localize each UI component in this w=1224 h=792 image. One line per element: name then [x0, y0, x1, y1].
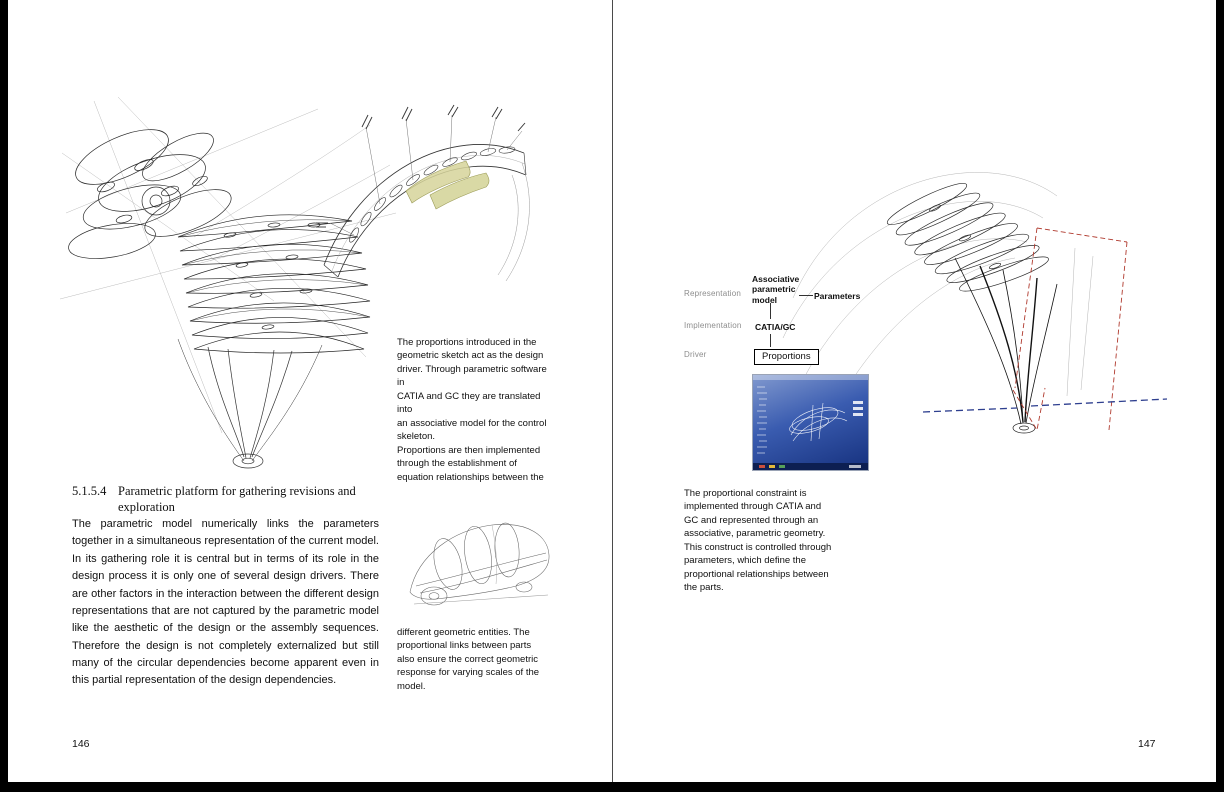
section-title: Parametric platform for gathering revisi… [118, 484, 356, 514]
mast-sweep [954, 257, 1058, 425]
catia-screenshot [753, 375, 868, 470]
plan-panels [349, 146, 516, 243]
diagram-node-proportions: Proportions [754, 349, 819, 365]
diagram-node-catia-gc: CATIA/GC [755, 322, 796, 332]
page-number-left: 146 [72, 738, 90, 750]
page-number-right: 147 [1138, 738, 1156, 750]
diagram-label-representation: Representation [684, 289, 742, 298]
plan-highlight-area [405, 160, 471, 204]
catia-wireframe [789, 402, 848, 442]
figure-caption-top: The proportions introduced in the geomet… [397, 337, 547, 483]
diagram-node-model: Associative parametric model [752, 274, 800, 305]
page-left: The proportions introduced in the geomet… [8, 0, 612, 782]
page-right: Representation Implementation Driver Ass… [613, 0, 1216, 782]
figure-caption-bottom: different geometric entities. The propor… [397, 627, 540, 692]
rib-fan [177, 214, 371, 354]
red-dashed-constraints [1012, 227, 1128, 432]
plan-highlight-area-2 [429, 172, 490, 210]
section-heading: 5.1.5.4 Parametric platform for gatherin… [72, 484, 390, 515]
tail-sweep [177, 338, 323, 469]
section-number: 5.1.5.4 [72, 484, 107, 498]
catia-tree-panel [757, 386, 767, 454]
body-paragraph: The parametric model numerically links t… [72, 518, 379, 687]
diagram-node-parameters: Parameters [814, 291, 861, 301]
page-gutter-line [612, 0, 613, 782]
diagram-label-implementation: Implementation [684, 321, 742, 330]
catia-model-view [753, 375, 868, 470]
scan-edge-bottom [0, 782, 1224, 792]
blue-dashed-constraints [922, 398, 1168, 413]
diagram-connector-horizontal [799, 295, 813, 296]
diagram-connector-vertical-1 [770, 303, 771, 319]
geometry-sketch-drawing [409, 522, 550, 606]
plan-sketch-drawing [316, 104, 530, 282]
scan-edge-right [1216, 0, 1224, 792]
annotation-micro-labels [316, 104, 526, 228]
catia-status-icons [759, 465, 861, 468]
scan-edge-left [0, 0, 8, 792]
diagram-label-driver: Driver [684, 350, 707, 359]
catia-mini-toolbar [853, 401, 863, 416]
rib-cluster [886, 183, 1049, 292]
figure-caption-right: The proportional constraint is implement… [684, 488, 832, 594]
annotation-leaders [329, 114, 523, 236]
truss-wireframe-drawing [60, 96, 397, 469]
plate-cluster [68, 129, 232, 259]
diagram-connector-vertical-2 [770, 334, 771, 347]
